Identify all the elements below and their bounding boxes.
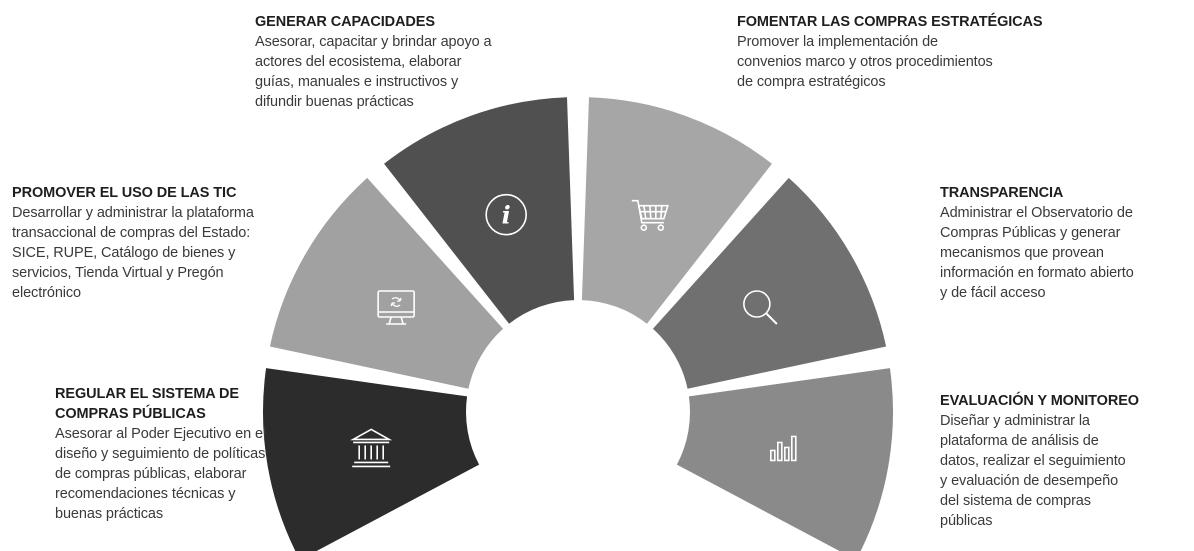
bank-building-icon: [350, 428, 393, 468]
svg-text:i: i: [502, 201, 511, 230]
block-evaluacion-monitoreo: EVALUACIÓN Y MONITOREO Diseñar y adminis…: [940, 391, 1190, 531]
block-title: TRANSPARENCIA: [940, 185, 1064, 201]
block-regular-sistema: REGULAR EL SISTEMA DE COMPRAS PÚBLICAS A…: [55, 384, 345, 524]
block-title: EVALUACIÓN Y MONITOREO: [940, 393, 1139, 409]
segment-regular-sistema: [263, 368, 480, 551]
block-title: REGULAR EL SISTEMA DE COMPRAS PÚBLICAS: [55, 386, 240, 422]
block-description: Asesorar al Poder Ejecutivo en el diseño…: [55, 426, 267, 522]
block-transparencia: TRANSPARENCIA Administrar el Observatori…: [940, 183, 1190, 303]
block-title: FOMENTAR LAS COMPRAS ESTRATÉGICAS: [737, 14, 1043, 30]
magnifier-icon: [743, 290, 778, 325]
block-description: Administrar el Observatorio de Compras P…: [940, 205, 1134, 301]
block-description: Asesorar, capacitar y brindar apoyo a ac…: [255, 34, 492, 110]
block-compras-estrategicas: FOMENTAR LAS COMPRAS ESTRATÉGICAS Promov…: [737, 12, 1097, 92]
block-description: Promover la implementación de convenios …: [737, 34, 993, 90]
segment-compras-estrategicas: [581, 97, 772, 324]
block-generar-capacidades: GENERAR CAPACIDADES Asesorar, capacitar …: [255, 12, 585, 112]
segment-promover-tic: [269, 177, 504, 389]
segment-generar-capacidades: [384, 97, 575, 324]
block-promover-tic: PROMOVER EL USO DE LAS TIC Desarrollar y…: [12, 183, 352, 303]
block-description: Diseñar y administrar la plataforma de a…: [940, 413, 1126, 529]
block-title: GENERAR CAPACIDADES: [255, 14, 435, 30]
segment-transparencia: [652, 177, 887, 389]
bar-chart-icon: [770, 435, 797, 462]
block-title: PROMOVER EL USO DE LAS TIC: [12, 185, 237, 201]
block-description: Desarrollar y administrar la plataforma …: [12, 205, 254, 301]
computer-monitor-icon: [377, 290, 415, 325]
info-icon: i: [485, 193, 527, 236]
shopping-cart-icon: [631, 199, 669, 231]
